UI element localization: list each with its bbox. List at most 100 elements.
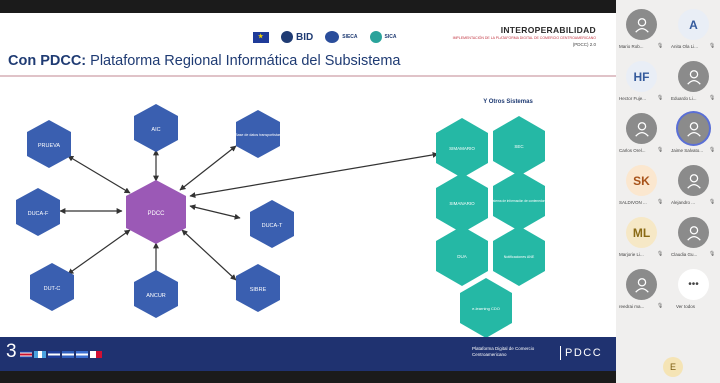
hex-node-ancur: ANCUR bbox=[134, 270, 178, 318]
mic-muted-icon: 🎙 bbox=[709, 95, 716, 101]
teal-label-notificaciones: Notificaciones ANE bbox=[504, 255, 535, 259]
bid-icon bbox=[281, 31, 293, 43]
person-icon bbox=[634, 17, 649, 33]
teal-label-simanario: SIMANARIO bbox=[449, 201, 475, 206]
hex-node-duca-f: DUCA-F bbox=[16, 188, 60, 236]
arrow-prueva bbox=[67, 155, 131, 194]
teal-node-elearning: e-learning CDO bbox=[460, 278, 512, 338]
nicaragua-flag-icon bbox=[76, 351, 88, 358]
teal-label-simamario: SIMAMARIO bbox=[449, 146, 475, 151]
participant-tile[interactable]: A Anita Ola Li... 🎙 bbox=[668, 3, 720, 55]
mic-muted-icon: 🎙 bbox=[709, 43, 716, 49]
participant-tile[interactable]: Carlos Orel... 🎙 bbox=[616, 107, 668, 159]
avatar bbox=[678, 113, 709, 144]
mic-muted-icon: 🎙 bbox=[657, 199, 664, 205]
hex-label-duca-t: DUCA-T bbox=[262, 223, 283, 229]
participant-name: Hector Fuje... bbox=[619, 96, 647, 101]
arrow-duca-t bbox=[189, 204, 241, 220]
other-systems-title: Y Otros Sistemas bbox=[483, 99, 533, 105]
self-avatar[interactable]: E bbox=[663, 357, 683, 377]
teal-label-dua: DUA bbox=[457, 254, 467, 259]
slide-title-bold: Con PDCC: bbox=[8, 53, 87, 69]
footer-brand-text: Plataforma Digital de Comercio Centroame… bbox=[472, 346, 535, 357]
participant-tile[interactable]: ML Marjorie Li... 🎙 bbox=[616, 211, 668, 263]
arrow-sibre bbox=[181, 229, 237, 281]
interoperabilidad-brand: INTEROPERABILIDAD IMPLEMENTACIÓN DE LA P… bbox=[453, 25, 596, 47]
participant-tile[interactable]: Eduardo Li... 🎙 bbox=[668, 55, 720, 107]
mic-muted-icon: 🎙 bbox=[657, 303, 664, 309]
eu-logo bbox=[253, 31, 269, 43]
panama-flag-icon bbox=[90, 351, 102, 358]
teal-node-simanario: SIMANARIO bbox=[436, 173, 488, 233]
hex-node-prueva: PRUEVA bbox=[27, 120, 71, 168]
participant-tile[interactable]: reedrai ma... 🎙 bbox=[616, 263, 668, 315]
el-salvador-flag-icon bbox=[48, 351, 60, 358]
hex-label-prueva: PRUEVA bbox=[38, 143, 61, 149]
teal-label-elearning: e-learning CDO bbox=[472, 306, 500, 311]
bid-logo-text: BID bbox=[296, 31, 314, 43]
hex-node-aic: AIC bbox=[134, 104, 178, 152]
participant-tile[interactable]: Claudia Gu... 🎙 bbox=[668, 211, 720, 263]
honduras-flag-icon bbox=[62, 351, 74, 358]
brand-title: INTEROPERABILIDAD bbox=[500, 25, 596, 35]
hex-label-aic: AIC bbox=[151, 127, 160, 133]
view-all-label: Ver todos bbox=[676, 304, 696, 309]
person-icon bbox=[634, 121, 649, 137]
hex-node-base-datos: Base de datos transportistas bbox=[235, 110, 281, 158]
teal-node-simamario: SIMAMARIO bbox=[436, 118, 488, 178]
hex-node-pdcc-center: PDCC bbox=[126, 180, 186, 244]
participant-name: Alejandro ... bbox=[671, 200, 696, 205]
participants-panel: Mario Rob... 🎙 A Anita Ola Li... 🎙 HF He… bbox=[616, 0, 720, 383]
mic-muted-icon: 🎙 bbox=[709, 199, 716, 205]
participant-tile[interactable]: Alejandro ... 🎙 bbox=[668, 159, 720, 211]
avatar bbox=[678, 61, 709, 92]
mic-muted-icon: 🎙 bbox=[709, 147, 716, 153]
slide-title: Con PDCC: Plataforma Regional Informátic… bbox=[8, 53, 400, 69]
arrow-dut-c bbox=[67, 229, 131, 275]
teal-node-sec: SEC bbox=[493, 116, 545, 176]
participant-name: Anita Ola Li... bbox=[671, 44, 699, 49]
participant-name: Carlos Orel... bbox=[619, 148, 646, 153]
participant-tile[interactable]: Mario Rob... 🎙 bbox=[616, 3, 668, 55]
person-icon bbox=[686, 173, 701, 189]
shared-slide: BID SIECA SICA INTEROPERABILIDAD IMPLEME… bbox=[0, 13, 616, 371]
footer-divider bbox=[560, 346, 561, 360]
participant-name: Marjorie Li... bbox=[619, 252, 644, 257]
participant-tile[interactable]: SK SALDIVON ... 🎙 bbox=[616, 159, 668, 211]
teal-node-dua: DUA bbox=[436, 226, 488, 286]
participant-name: Eduardo Li... bbox=[671, 96, 697, 101]
participant-name: Claudia Gu... bbox=[671, 252, 698, 257]
hex-label-pdcc: PDCC bbox=[147, 211, 165, 217]
hex-node-dut-c: DUT-C bbox=[30, 263, 74, 311]
title-divider bbox=[0, 75, 616, 77]
teal-label-contenedores: Sistema de información de contenedores bbox=[490, 199, 548, 203]
sponsor-logos: BID SIECA SICA bbox=[253, 27, 396, 47]
participant-tile[interactable]: Jaime Salvato... 🎙 bbox=[668, 107, 720, 159]
avatar bbox=[678, 165, 709, 196]
teal-node-contenedores: Sistema de información de contenedores bbox=[490, 171, 548, 231]
mic-muted-icon: 🎙 bbox=[657, 43, 664, 49]
mic-muted-icon: 🎙 bbox=[709, 251, 716, 257]
slide-title-rest: Plataforma Regional Informática del Subs… bbox=[86, 53, 401, 69]
avatar bbox=[678, 217, 709, 248]
sieca-logo: SIECA bbox=[325, 31, 358, 43]
person-icon bbox=[686, 121, 701, 137]
costa-rica-flag-icon bbox=[20, 351, 32, 358]
avatar bbox=[626, 113, 657, 144]
person-icon bbox=[686, 69, 701, 85]
hex-label-ancur: ANCUR bbox=[146, 293, 166, 299]
slide-page-number: 3 bbox=[6, 341, 17, 362]
participant-tile[interactable]: HF Hector Fuje... 🎙 bbox=[616, 55, 668, 107]
hex-label-base-datos: Base de datos transportistas bbox=[235, 133, 281, 137]
sica-logo-text: SICA bbox=[384, 34, 397, 40]
hex-label-duca-f: DUCA-F bbox=[28, 211, 49, 217]
arrow-otros-sistemas bbox=[189, 151, 439, 199]
pdcc-diagram: PRUEVA AIC Base de datos transportistas … bbox=[16, 99, 548, 338]
participant-name: reedrai ma... bbox=[619, 304, 645, 309]
avatar: ML bbox=[626, 217, 657, 248]
view-all-participants-button[interactable]: ••• Ver todos bbox=[668, 263, 720, 315]
sieca-logo-text: SIECA bbox=[342, 34, 358, 40]
slide-footer: 3 Plataforma Digital de Comercio Centroa… bbox=[0, 337, 616, 371]
mic-muted-icon: 🎙 bbox=[657, 95, 664, 101]
brand-code: (PDCC) 2.0 bbox=[572, 42, 596, 47]
